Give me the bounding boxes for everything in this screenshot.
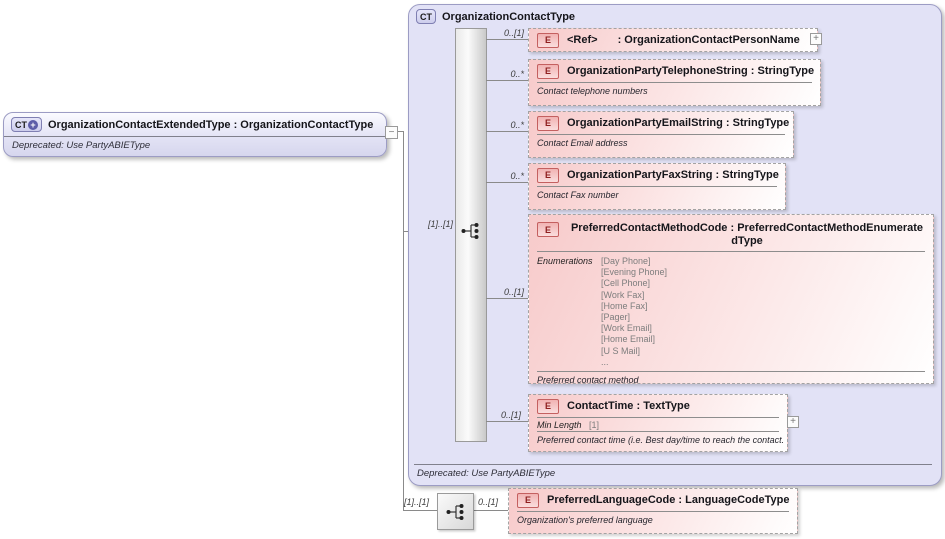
- element-icon: E: [537, 115, 559, 131]
- derivation-plus-icon: +: [28, 119, 38, 130]
- connector-line: [486, 80, 528, 81]
- connector-line: [403, 510, 437, 511]
- element-organizationpartyemailstring[interactable]: E OrganizationPartyEmailString : StringT…: [528, 111, 794, 158]
- enumeration-value: [Day Phone]: [601, 256, 651, 266]
- element-title: OrganizationPartyFaxString : StringType: [567, 169, 779, 181]
- element-annotation: Organization's preferred language: [517, 515, 653, 525]
- sequence-icon: [446, 503, 463, 520]
- cardinality-label: [1]..[1]: [404, 497, 430, 507]
- element-icon: E: [537, 222, 559, 237]
- element-icon: E: [537, 63, 559, 79]
- cardinality-label: 0..*: [510, 120, 524, 130]
- enumeration-value: [Home Email]: [601, 334, 656, 345]
- cardinality-label: 0..*: [510, 171, 524, 181]
- facet-label: Min Length: [537, 420, 582, 430]
- expand-button[interactable]: +: [787, 416, 799, 428]
- connector-line: [403, 131, 404, 511]
- connector-line: [472, 510, 508, 511]
- complex-type-header: CT OrganizationContactType: [409, 5, 941, 28]
- connector-line: [486, 298, 528, 299]
- expand-button[interactable]: +: [810, 33, 822, 45]
- element-name: <Ref>: [567, 34, 598, 46]
- cardinality-label: 0..[1]: [503, 287, 524, 297]
- element-annotation: Preferred contact method: [537, 375, 639, 386]
- element-icon: E: [517, 492, 539, 508]
- element-annotation: Preferred contact time (i.e. Best day/ti…: [537, 435, 785, 445]
- element-preferredcontactmethodcode[interactable]: E PreferredContactMethodCode : Preferred…: [528, 214, 934, 386]
- minlength-facet: Min Length [1]: [529, 418, 787, 431]
- enumeration-value: ...: [601, 356, 609, 367]
- enumeration-value: [Evening Phone]: [601, 267, 668, 278]
- sequence-icon[interactable]: [460, 222, 482, 240]
- connector-line: [486, 39, 528, 40]
- element-annotation: Contact Email address: [537, 138, 628, 148]
- facet-value: [1]: [589, 420, 600, 430]
- complex-type-title: OrganizationContactExtendedType : Organi…: [48, 118, 374, 131]
- cardinality-label: 0..[1]: [503, 28, 524, 38]
- complex-type-header: CT+ OrganizationContactExtendedType : Or…: [4, 113, 386, 136]
- element-icon: E: [537, 32, 559, 48]
- element-icon: E: [537, 398, 559, 414]
- enumeration-value: [Work Email]: [601, 323, 652, 334]
- enumeration-values: [Day Phone][Evening Phone][Cell Phone][W…: [601, 256, 667, 368]
- element-organizationpartytelephonestring[interactable]: E OrganizationPartyTelephoneString : Str…: [528, 59, 821, 106]
- element-contacttime[interactable]: E ContactTime : TextType Min Length [1] …: [528, 394, 788, 452]
- element-title: OrganizationPartyTelephoneString : Strin…: [567, 65, 815, 77]
- complex-type-derived-icon: CT+: [11, 117, 42, 132]
- cardinality-label: [1]..[1]: [427, 219, 453, 229]
- connector-line: [398, 131, 404, 132]
- enumeration-value: [Pager]: [601, 312, 631, 323]
- connector-line: [486, 131, 528, 132]
- enumeration-value: [U S Mail]: [601, 345, 641, 356]
- facet-label: Enumerations: [537, 256, 593, 266]
- element-preferredlanguagecode[interactable]: E PreferredLanguageCode : LanguageCodeTy…: [508, 488, 798, 534]
- element-title: PreferredContactMethodCode : PreferredCo…: [570, 222, 924, 247]
- sequence-compositor[interactable]: [437, 493, 474, 530]
- element-organizationpartyfaxstring[interactable]: E OrganizationPartyFaxString : StringTyp…: [528, 163, 786, 210]
- enumeration-value: [Cell Phone]: [601, 278, 651, 289]
- element-title: ContactTime : TextType: [567, 400, 690, 412]
- element-annotation: Contact telephone numbers: [537, 86, 648, 96]
- deprecated-note: Deprecated: Use PartyABIEType: [4, 136, 386, 151]
- cardinality-label: 0..[1]: [478, 497, 499, 507]
- deprecated-note: Deprecated: Use PartyABIEType: [414, 464, 932, 485]
- complex-type-organizationcontactextendedtype[interactable]: CT+ OrganizationContactExtendedType : Or…: [3, 112, 387, 157]
- element-ref[interactable]: E <Ref> : OrganizationContactPersonName: [528, 28, 818, 52]
- enumeration-value: [Work Fax]: [601, 289, 645, 300]
- complex-type-icon: CT: [416, 9, 436, 24]
- enumerations-facet: Enumerations [Day Phone][Evening Phone][…: [529, 252, 933, 370]
- connector-line: [486, 182, 528, 183]
- cardinality-label: 0..[1]: [500, 410, 521, 420]
- element-type: : OrganizationContactPersonName: [617, 34, 800, 46]
- element-icon: E: [537, 167, 559, 183]
- element-annotation: Contact Fax number: [537, 190, 619, 200]
- enumeration-value: [Home Fax]: [601, 300, 648, 311]
- complex-type-title: OrganizationContactType: [442, 10, 576, 23]
- element-title: OrganizationPartyEmailString : StringTyp…: [567, 117, 790, 129]
- cardinality-label: 0..*: [510, 69, 524, 79]
- collapse-button[interactable]: −: [385, 126, 398, 139]
- connector-line: [486, 421, 528, 422]
- element-title: PreferredLanguageCode : LanguageCodeType: [547, 494, 790, 506]
